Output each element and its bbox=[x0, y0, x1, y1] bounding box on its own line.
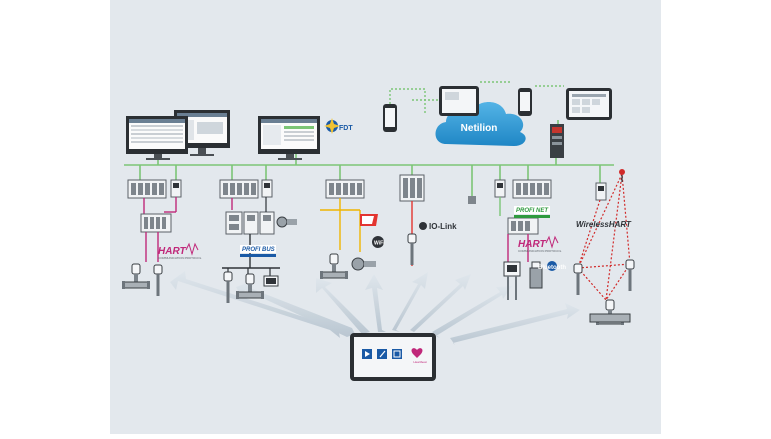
hart-right-sub: COMMUNICATION PROTOCOL bbox=[518, 249, 562, 253]
edge-gateway bbox=[550, 124, 564, 158]
profinet-branch: Bluetooth bbox=[499, 197, 566, 300]
workstation-monitors bbox=[126, 110, 320, 160]
hart-branch-left bbox=[121, 197, 177, 297]
profinet-label: PROFI NET bbox=[516, 208, 549, 214]
bluetooth-label: Bluetooth bbox=[538, 265, 566, 271]
field-tablet: Heartbeat bbox=[350, 333, 436, 381]
controller-racks bbox=[127, 174, 607, 204]
wireless-hart-devices: WirelessHART bbox=[573, 169, 635, 326]
fdt-label: FDT bbox=[339, 125, 353, 132]
mobile-devices bbox=[383, 86, 612, 132]
wifi-branch: WiFi bbox=[319, 198, 385, 280]
hart-left-sub: COMMUNICATION PROTOCOL bbox=[158, 256, 202, 260]
hart-logo-right-text: HART bbox=[518, 239, 546, 250]
profibus-logo: PROFI BUS bbox=[240, 245, 276, 257]
profibus-label: PROFI BUS bbox=[242, 247, 275, 253]
tablet-logo: Heartbeat bbox=[413, 360, 426, 364]
fdt-logo: FDT bbox=[324, 118, 353, 134]
iolink-label: IO-Link bbox=[429, 222, 457, 231]
wifi-label: WiFi bbox=[374, 241, 385, 247]
hart-logo-left: HART COMMUNICATION PROTOCOL bbox=[158, 242, 202, 260]
netilion-label: Netilion bbox=[461, 123, 498, 134]
hart-logo-left-text: HART bbox=[158, 246, 186, 257]
wireless-hart-mesh bbox=[577, 173, 631, 301]
profinet-logo: PROFI NET bbox=[514, 206, 550, 218]
wirelesshart-label: WirelessHART bbox=[576, 220, 632, 229]
iolink-branch: IO-Link bbox=[407, 201, 457, 266]
profibus-branch bbox=[222, 197, 297, 304]
diagnostic-arrows bbox=[170, 271, 580, 345]
hart-logo-right: HART COMMUNICATION PROTOCOL bbox=[518, 235, 562, 253]
